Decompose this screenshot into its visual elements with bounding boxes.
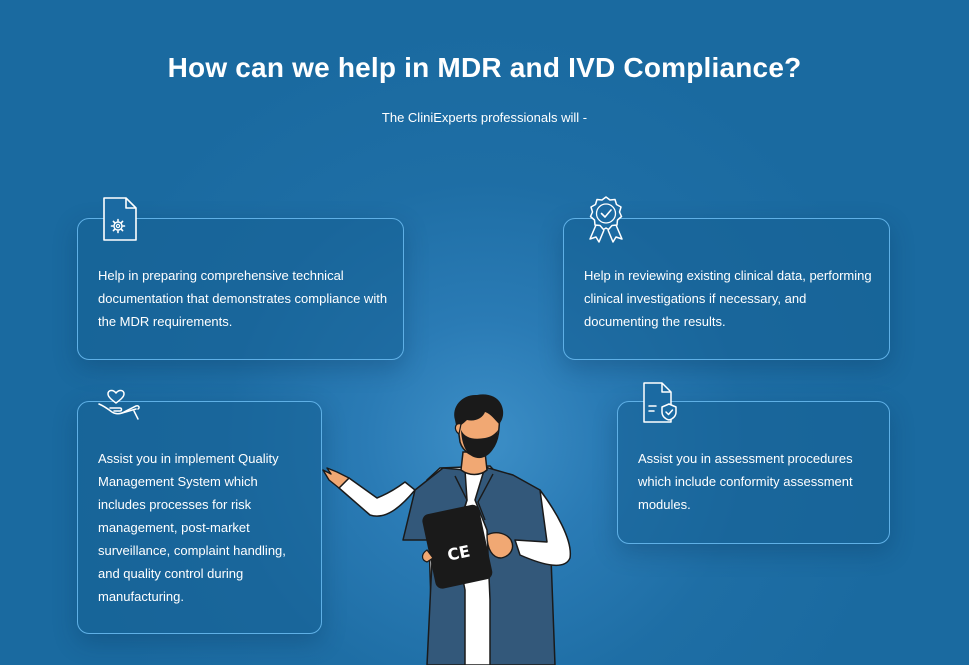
service-card-text: Assist you in assessment procedures whic… (638, 451, 853, 512)
page-subtitle: The CliniExperts professionals will - (381, 110, 588, 125)
service-card-text: Help in reviewing existing clinical data… (584, 268, 872, 329)
hand-heart-icon (98, 389, 140, 420)
document-shield-icon (643, 382, 677, 423)
service-card-text: Help in preparing comprehensive technica… (98, 268, 388, 329)
document-gear-icon (103, 197, 137, 241)
page-title: How can we help in MDR and IVD Complianc… (167, 52, 802, 83)
service-card-quality-management (77, 401, 322, 634)
award-badge-icon (589, 196, 623, 243)
service-card-text: Assist you in implement Quality Manageme… (98, 451, 286, 604)
ce-mark: CE (446, 541, 472, 564)
person-with-tablet-illustration: CE (322, 394, 572, 665)
service-card-clinical-data (563, 218, 890, 360)
service-card-technical-documentation (77, 218, 404, 360)
service-card-assessment-procedures (617, 401, 890, 544)
